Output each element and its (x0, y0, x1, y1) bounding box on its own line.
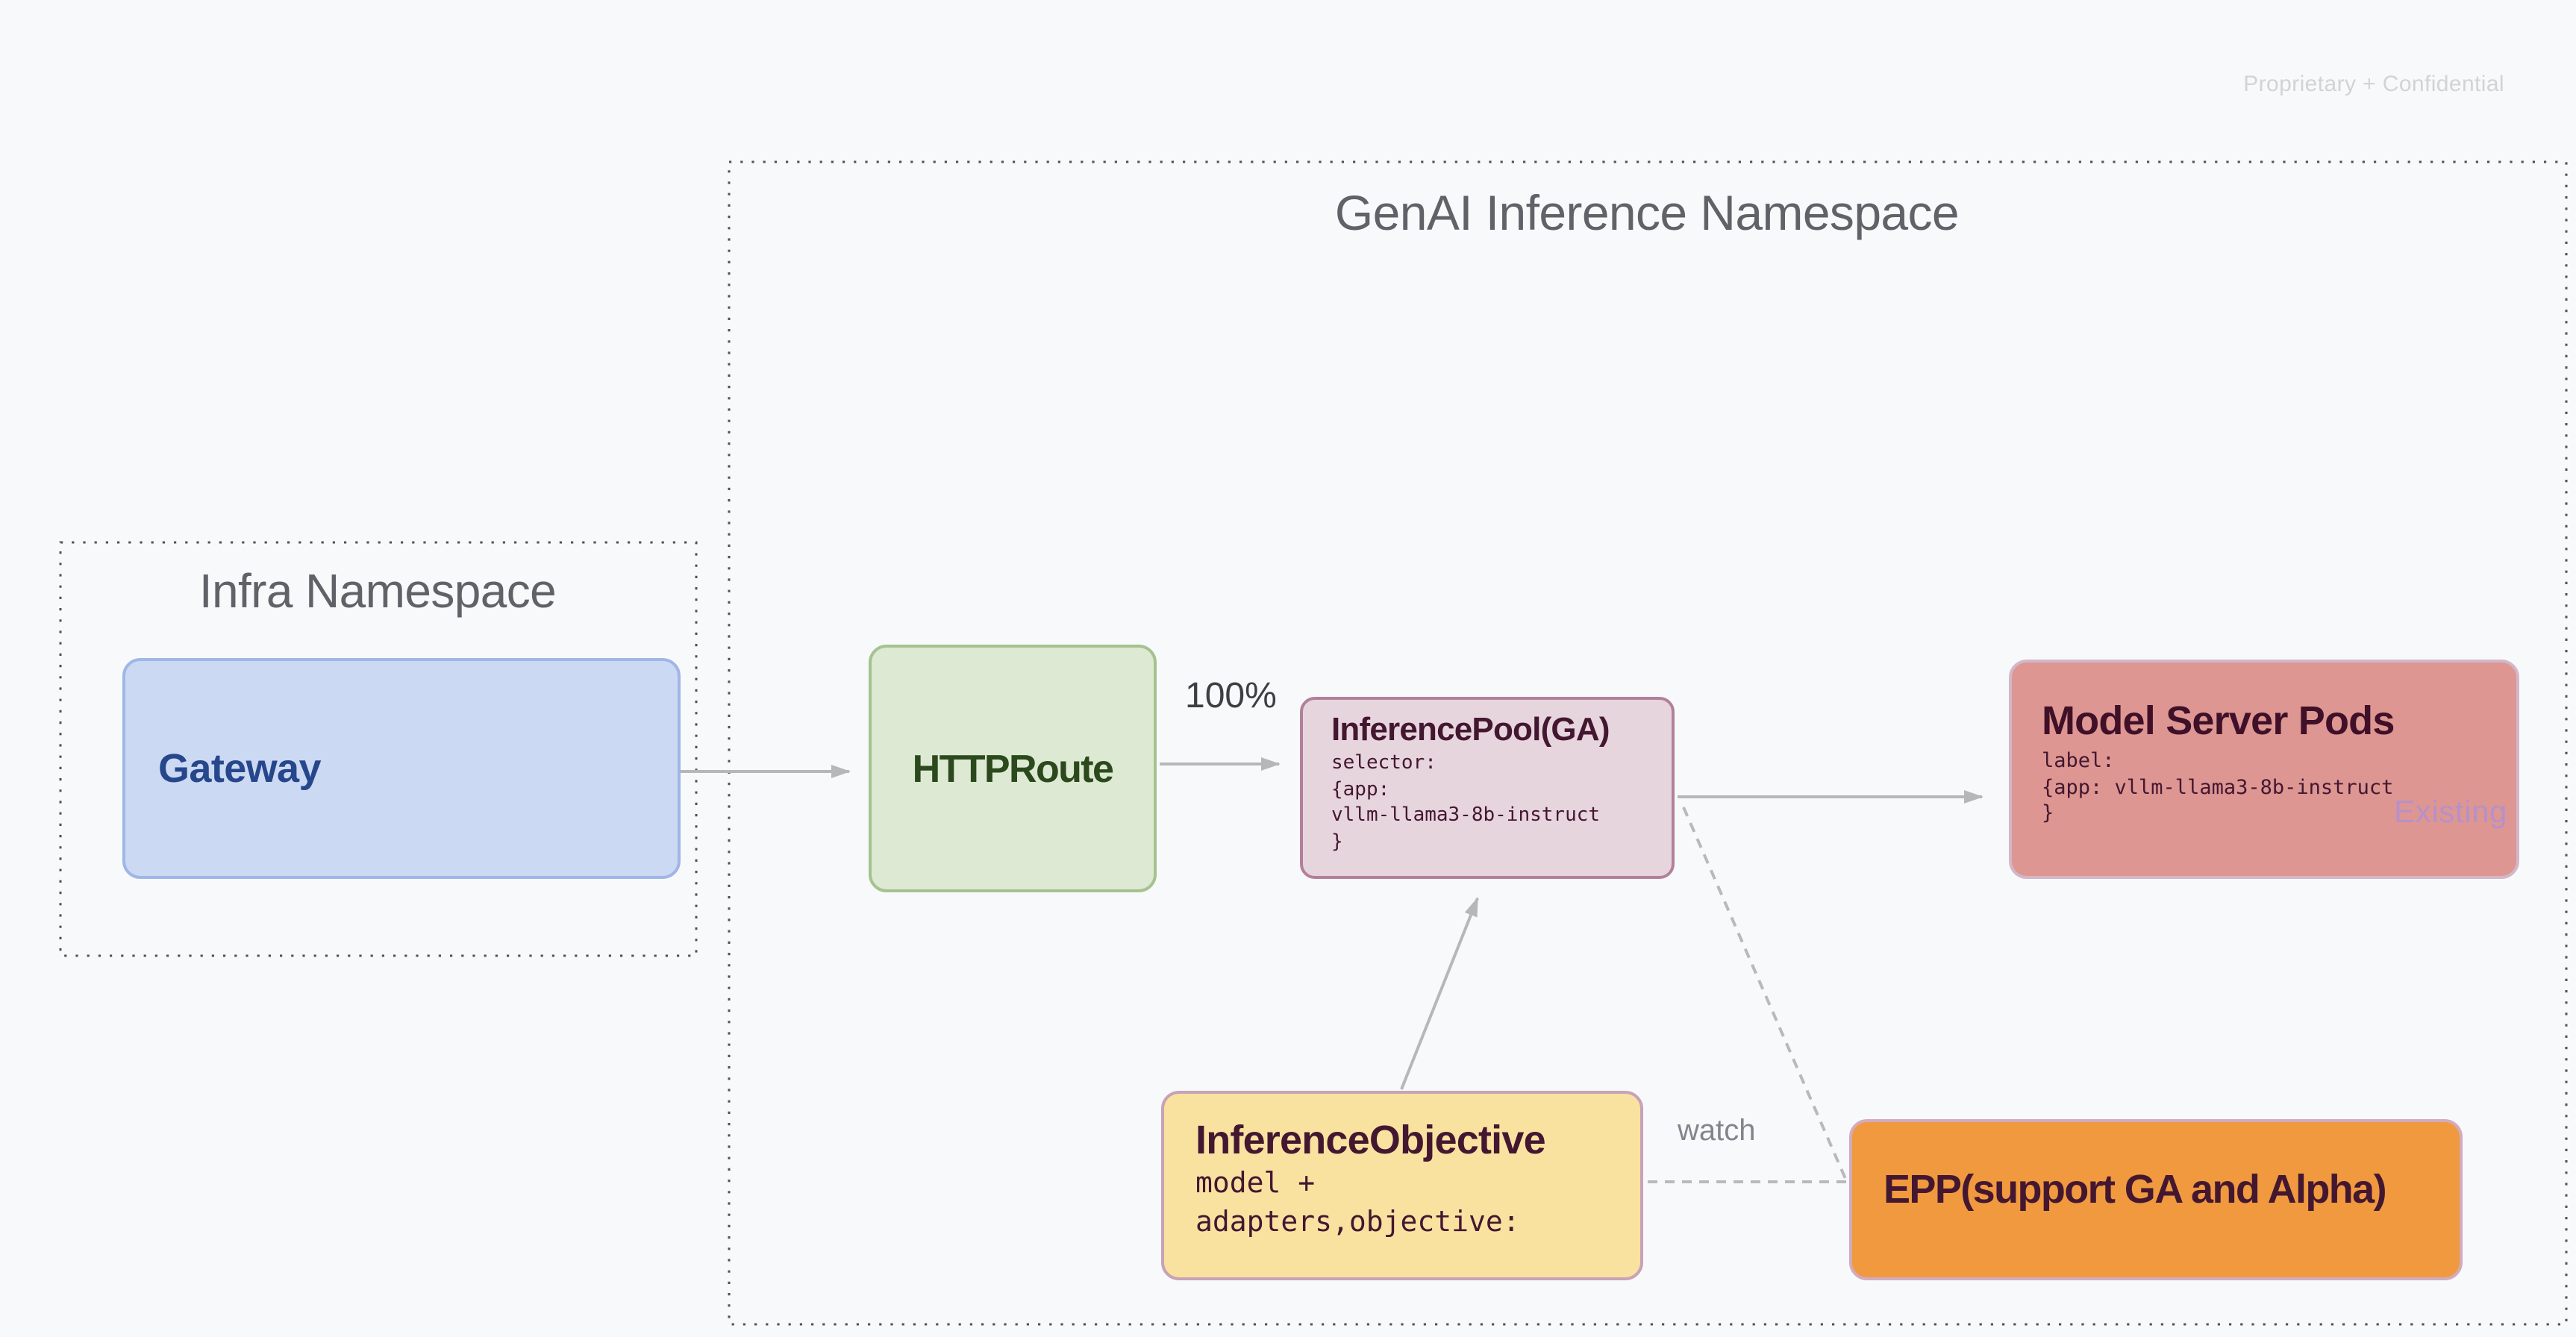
node-inference-pool: InferencePool(GA) selector: {app: vllm-l… (1300, 697, 1675, 879)
inference-objective-title: InferenceObjective (1195, 1118, 1546, 1162)
infra-namespace-title: Infra Namespace (198, 564, 557, 618)
node-model-server-pods: Model Server Pods label: {app: vllm-llam… (2009, 660, 2519, 879)
node-httproute: HTTPRoute (869, 645, 1157, 892)
gateway-label: Gateway (158, 745, 322, 790)
node-gateway: Gateway (122, 658, 681, 879)
infra-namespace-border (59, 541, 698, 957)
httproute-label: HTTPRoute (912, 745, 1114, 790)
traffic-split-label: 100% (1185, 676, 1277, 716)
model-server-pods-label-code: label: {app: vllm-llama3-8b-instruct } (2042, 749, 2394, 825)
watermark-proprietary: Proprietary + Confidential (2243, 72, 2504, 97)
node-epp: EPP(support GA and Alpha) (1849, 1119, 2463, 1280)
inference-pool-title: InferencePool(GA) (1331, 710, 1610, 748)
watch-label: watch (1678, 1115, 1756, 1147)
inference-pool-selector-code: selector: {app: vllm-llama3-8b-instruct … (1331, 752, 1601, 853)
node-inference-objective: InferenceObjective model + adapters,obje… (1161, 1091, 1643, 1280)
epp-label: EPP(support GA and Alpha) (1883, 1166, 2387, 1211)
genai-namespace-title: GenAI Inference Namespace (1334, 185, 1960, 240)
inference-objective-code: model + adapters,objective: (1195, 1167, 1520, 1238)
model-server-pods-title: Model Server Pods (2042, 698, 2395, 743)
existing-tag: Existing (2394, 795, 2507, 830)
edge-inferenceobjective-to-inferencepool (1400, 897, 1479, 1090)
